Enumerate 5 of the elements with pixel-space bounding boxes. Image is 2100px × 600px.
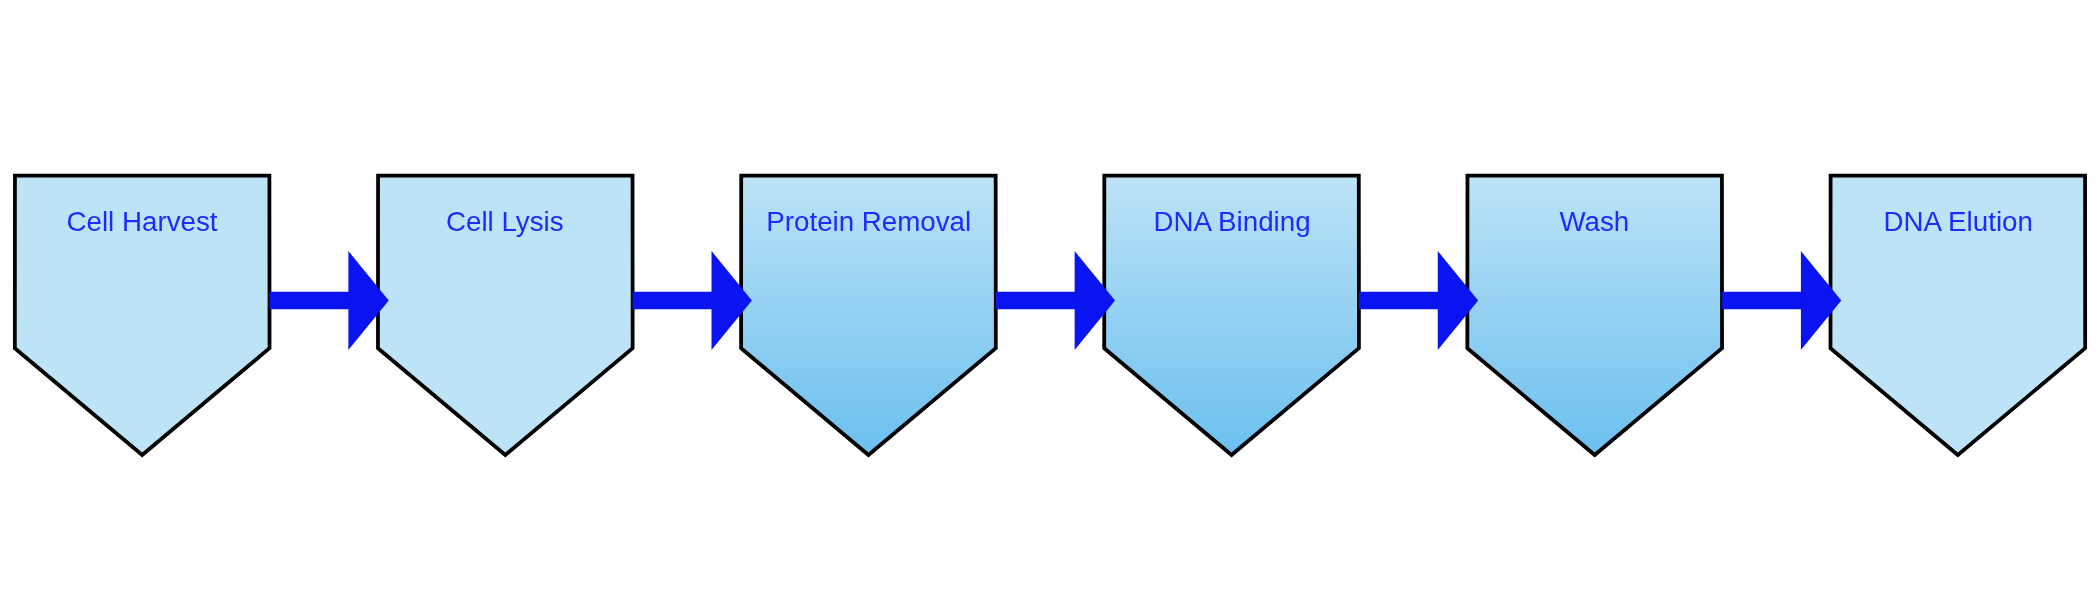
arrow — [269, 250, 389, 350]
arrow — [632, 250, 752, 350]
arrow — [995, 250, 1116, 350]
arrow — [1722, 250, 1842, 350]
arrow — [1358, 250, 1479, 350]
